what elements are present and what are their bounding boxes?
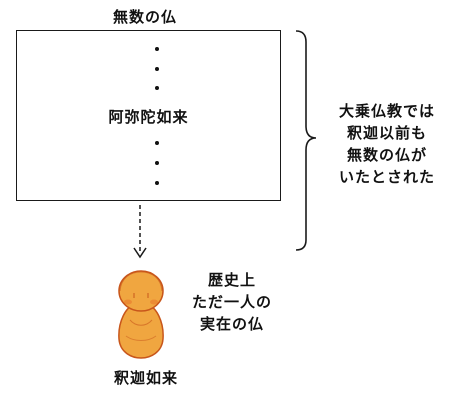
note-line: いたとされた [338, 168, 435, 186]
dashed-arrow-down [133, 205, 147, 259]
note-line: ただ一人の [191, 293, 272, 311]
buddha-figure-icon [118, 270, 164, 359]
note-line: 歴史上 [207, 271, 256, 289]
ellipsis-dot [155, 141, 159, 145]
note-line: 実在の仏 [199, 315, 264, 333]
ellipsis-dot [155, 181, 159, 185]
note-line: 無数の仏が [346, 146, 427, 164]
countless-buddhas-box [16, 30, 281, 201]
note-line: 釈迦以前も [346, 124, 427, 142]
ellipsis-dot [155, 47, 159, 51]
note-line: 大乗仏教では [338, 102, 435, 120]
top-label: 無数の仏 [112, 8, 177, 26]
ellipsis-dot [155, 67, 159, 71]
right-brace [295, 30, 317, 251]
mahayana-note: 大乗仏教では 釈迦以前も 無数の仏が いたとされた [316, 100, 458, 188]
ellipsis-dot [155, 86, 159, 90]
amida-label: 阿弥陀如来 [108, 108, 189, 126]
shaka-label: 釈迦如来 [113, 369, 178, 387]
history-note: 歴史上 ただ一人の 実在の仏 [180, 269, 284, 335]
ellipsis-dot [155, 161, 159, 165]
